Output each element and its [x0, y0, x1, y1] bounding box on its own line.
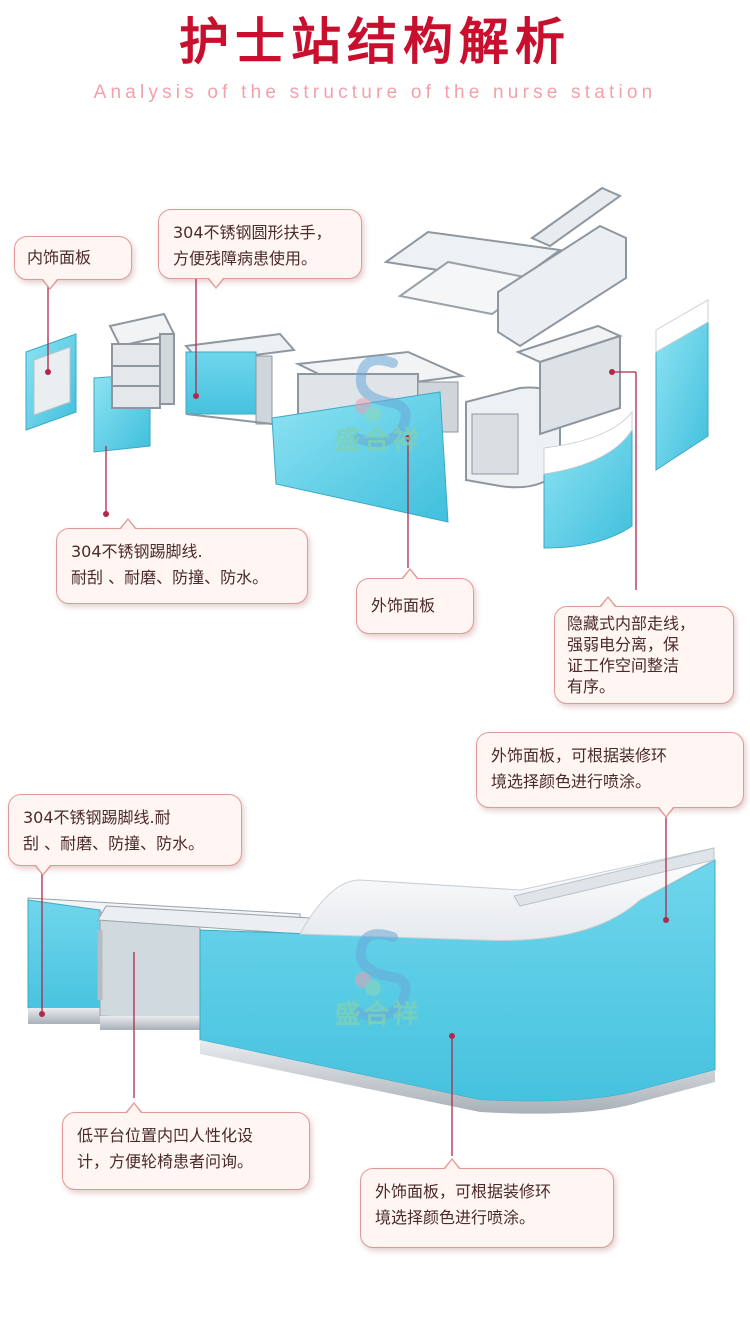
- callout-pointer: [125, 1102, 143, 1113]
- brand-watermark-text: 盛合祥: [334, 1000, 422, 1030]
- callout-text: 外饰面板，可根据装修环 境选择颜色进行喷涂。: [375, 1182, 552, 1227]
- frame-module-2: [184, 332, 296, 425]
- brand-logo-icon: [352, 929, 411, 1021]
- callout-text: 内饰面板: [27, 248, 92, 267]
- page-title: 护士站结构解析: [179, 13, 571, 71]
- callout-outer-panel-bottom: 外饰面板，可根据装修环 境选择颜色进行喷涂。: [360, 1158, 614, 1248]
- callout-kickline-top: 304不锈钢踢脚线. 耐刮 、耐磨、防撞、防水。: [56, 518, 308, 604]
- assembled-station: [27, 847, 716, 1114]
- callout-pointer: [443, 1158, 461, 1169]
- brand-logo-icon: [352, 355, 411, 447]
- top-counter-parts: [383, 186, 627, 348]
- callout-pointer: [207, 278, 225, 289]
- callout-handrail: 304不锈钢圆形扶手， 方便残障病患使用。: [158, 209, 362, 289]
- callout-pointer: [401, 568, 419, 579]
- callout-outer-panel-right: 外饰面板，可根据装修环 境选择颜色进行喷涂。: [476, 732, 744, 818]
- callout-low-platform: 低平台位置内凹人性化设 计，方便轮椅患者问询。: [62, 1102, 310, 1190]
- frame-module-1: [108, 312, 176, 409]
- callout-text: 304不锈钢踢脚线. 耐刮 、耐磨、防撞、防水。: [71, 542, 269, 587]
- callout-text: 低平台位置内凹人性化设 计，方便轮椅患者问询。: [77, 1126, 254, 1171]
- page-subtitle: Analysis of the structure of the nurse s…: [93, 82, 657, 103]
- callout-outer-panel-top: 外饰面板: [356, 568, 474, 634]
- right-frame-module: [515, 324, 623, 436]
- callout-pointer: [599, 596, 617, 607]
- callout-wiring: 隐藏式内部走线， 强弱电分离，保 证工作空间整洁 有序。: [554, 596, 734, 704]
- pointer-dots: [39, 369, 669, 1039]
- callout-pointer: [41, 279, 59, 290]
- callout-pointer: [34, 865, 52, 876]
- callout-text: 304不锈钢踢脚线.耐 刮 、耐磨、防撞、防水。: [23, 808, 205, 853]
- brand-watermark-bottom: 盛合祥: [318, 922, 438, 1031]
- pointer-lines: [41, 276, 667, 1156]
- callout-text: 隐藏式内部走线， 强弱电分离，保 证工作空间整洁 有序。: [567, 614, 696, 696]
- callout-inner-panel: 内饰面板: [14, 236, 132, 290]
- callout-text: 304不锈钢圆形扶手， 方便残障病患使用。: [173, 223, 332, 268]
- callout-text: 外饰面板，可根据装修环 境选择颜色进行喷涂。: [491, 746, 668, 791]
- callout-pointer: [119, 518, 137, 529]
- callout-text: 外饰面板: [371, 596, 436, 615]
- callout-pointer: [657, 807, 675, 818]
- brand-watermark-text: 盛合祥: [334, 426, 422, 456]
- inner-panel-part: [25, 333, 77, 431]
- callout-kickline-bottom: 304不锈钢踢脚线.耐 刮 、耐磨、防撞、防水。: [8, 794, 242, 876]
- curved-outer-panel: [543, 410, 633, 549]
- brand-watermark-top: 盛合祥: [318, 348, 438, 457]
